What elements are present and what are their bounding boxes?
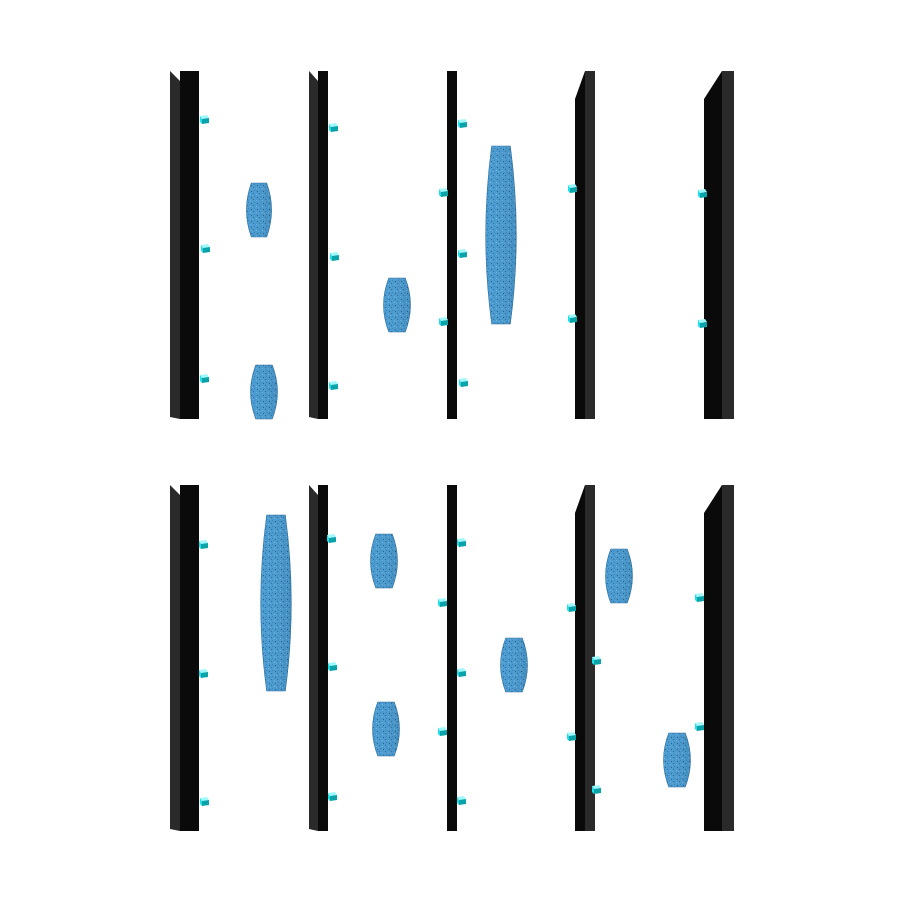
top-peg-11 <box>459 378 468 387</box>
top-peg-13 <box>568 314 577 323</box>
bottom-wall-2 <box>309 485 328 831</box>
top-peg-12 <box>568 184 577 193</box>
bottom-wall-1 <box>170 485 199 831</box>
top-peg-10 <box>439 317 448 326</box>
bottom-peg-8 <box>457 538 466 547</box>
bottom-peg-14 <box>592 656 601 665</box>
top-peg-14 <box>698 189 707 198</box>
bottom-blob-2 <box>370 533 398 589</box>
top-wall-4 <box>575 71 595 419</box>
bottom-peg-16 <box>695 593 704 602</box>
bottom-peg-13 <box>567 732 576 741</box>
bottom-blob-6 <box>663 732 691 788</box>
top-blob-4 <box>485 145 517 325</box>
top-peg-1 <box>200 115 209 124</box>
bottom-blob-1 <box>260 514 292 692</box>
bottom-peg-7 <box>438 598 447 607</box>
top-peg-6 <box>329 381 338 390</box>
bottom-blob-4 <box>500 637 528 693</box>
top-peg-8 <box>458 119 467 128</box>
bottom-wall-4 <box>575 485 595 831</box>
bottom-blob-5 <box>605 548 633 604</box>
top-blob-3 <box>383 277 411 333</box>
bottom-peg-2 <box>199 669 208 678</box>
bottom-peg-5 <box>328 662 337 671</box>
bottom-panel <box>170 485 734 831</box>
bottom-peg-1 <box>199 540 208 549</box>
bottom-peg-10 <box>438 727 447 736</box>
top-peg-3 <box>200 374 209 383</box>
top-wall-1 <box>170 71 199 419</box>
top-blob-1 <box>246 182 272 238</box>
bottom-peg-15 <box>592 785 601 794</box>
top-peg-7 <box>439 188 448 197</box>
top-peg-15 <box>698 319 707 328</box>
top-peg-5 <box>330 252 339 261</box>
bottom-peg-12 <box>567 603 576 612</box>
bottom-peg-3 <box>200 797 209 806</box>
top-wall-3 <box>447 71 457 419</box>
top-wall-5 <box>704 71 734 419</box>
top-peg-4 <box>329 123 338 132</box>
bottom-wall-3 <box>447 485 457 831</box>
bottom-peg-11 <box>457 796 466 805</box>
bottom-peg-6 <box>328 792 337 801</box>
bottom-wall-5 <box>704 485 734 831</box>
top-wall-2 <box>309 71 328 419</box>
bottom-peg-9 <box>457 668 466 677</box>
bottom-blob-3 <box>372 701 400 757</box>
top-panel <box>170 71 734 420</box>
bottom-peg-4 <box>327 534 336 543</box>
top-blob-2 <box>250 364 278 420</box>
top-peg-9 <box>458 249 467 258</box>
bottom-peg-17 <box>695 722 704 731</box>
top-peg-2 <box>201 244 210 253</box>
